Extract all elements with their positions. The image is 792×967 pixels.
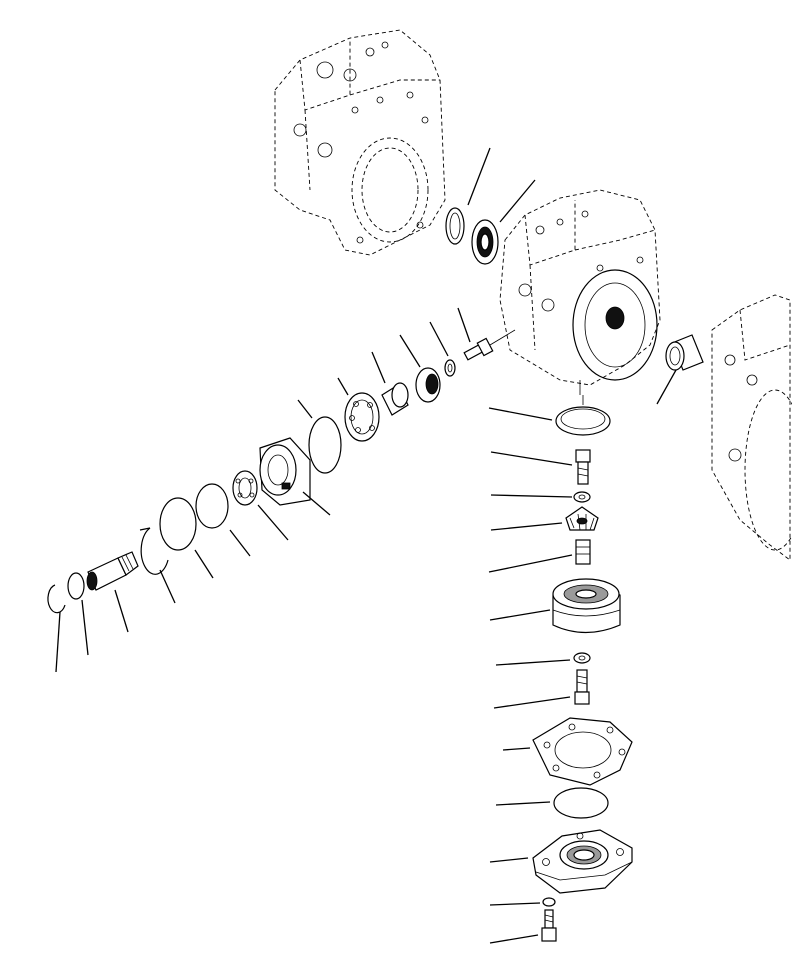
bushing — [371, 351, 409, 416]
bearing-upper — [471, 179, 536, 265]
bolt-upper — [457, 307, 494, 361]
pump-housing-right — [711, 294, 792, 561]
retainer-cup — [399, 334, 441, 403]
gear-stack — [490, 506, 599, 531]
washer-upper — [429, 321, 456, 377]
roller-bearing-large — [337, 377, 380, 442]
snap-ring-large — [139, 527, 176, 604]
washer-stack-2 — [495, 652, 591, 666]
retaining-clip — [47, 584, 66, 673]
bolt-stack-3 — [489, 909, 557, 944]
bolt-stack-1 — [490, 449, 591, 485]
washer-stack-1 — [490, 491, 591, 503]
sleeve-right — [656, 334, 704, 405]
snap-ring-small — [67, 572, 89, 656]
drive-shaft — [86, 551, 139, 633]
cam-housing — [259, 437, 331, 516]
washer-stack-3 — [489, 897, 556, 907]
pump-housing-upper — [274, 29, 446, 256]
o-ring-mid — [195, 483, 251, 557]
seal-ring-upper — [445, 147, 491, 245]
seal-ring-stack — [488, 406, 611, 436]
shaft-axis-line — [489, 329, 516, 346]
spacer-stack — [488, 539, 591, 573]
cover-flange — [489, 829, 633, 894]
ball-bearing-small — [232, 470, 289, 541]
pump-housing-center — [499, 189, 661, 395]
housing-cap — [489, 578, 621, 634]
o-ring-large — [297, 399, 342, 474]
o-ring-outer — [159, 497, 214, 579]
o-ring-stack — [495, 787, 609, 819]
gasket-plate — [502, 717, 633, 786]
bolt-stack-2 — [493, 669, 590, 709]
